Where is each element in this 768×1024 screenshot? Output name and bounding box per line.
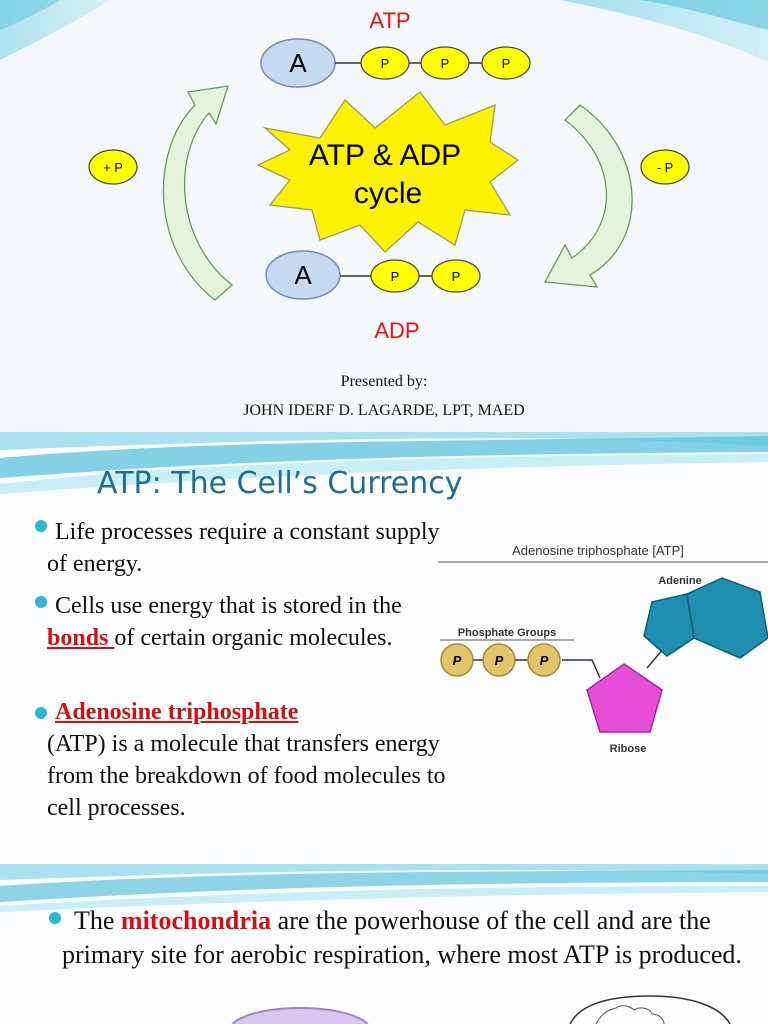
slide3-partial-images [231,995,731,1024]
right-curved-arrow [543,104,633,288]
adenine-hexagon [686,577,768,659]
cycle-title-line2: cycle [354,177,422,210]
adp-phosphate-1 [370,259,420,293]
slide-atp-currency: ATP: The Cell’s Currency Life processes … [0,432,768,864]
figure-title: Adenosine triphosphate [ATP] [512,543,684,558]
mitochondria-highlight: mitochondria [120,906,272,935]
cell-image-edge [569,995,731,1024]
adp-adenosine-label: A [294,260,312,290]
ribose-pentagon [586,663,663,733]
wave-top-left-2 [0,0,60,30]
adp-phosphate-1-label: P [391,269,400,284]
fig-phosphate-1-label: P [453,653,462,668]
adenosine-triphosphate-link[interactable]: Adenosine triphosphate [55,699,299,725]
atp-adenosine-label: A [289,48,307,78]
presenter-name: JOHN IDERF D. LAGARDE, LPT, MAED [243,402,525,419]
adenine-pentagon [643,593,695,657]
mito-post: are the powerhouse of the cell and are t… [62,906,742,969]
adenine-label: Adenine [658,575,701,587]
slide2-header-waves [0,432,768,494]
presented-by-label: Presented by: [340,373,428,390]
slide-atp-adp-cycle: ATP A P P P + P - P ATP & ADP cycle A P … [0,0,768,432]
phosphate-groups-label: Phosphate Groups [458,627,556,639]
fig-phosphate-2-label: P [495,653,504,668]
ribose-label: Ribose [610,743,647,755]
bullet-3-text: Adenosine triphosphate (ATP) is a molecul… [47,696,447,824]
atp-phosphate-1-label: P [381,56,390,71]
mitochondria-bullet-text: The mitochondria are the powerhouse of t… [62,904,742,972]
bullet-dot-mito [49,912,61,924]
bullet-1-text: Life processes require a constant supply… [47,519,440,577]
phosphate-ribose-bond [562,659,601,679]
mitochondrion-image-edge [231,1007,369,1024]
bullet-2-post: of certain organic molecules. [114,625,393,651]
bullet-2-pre: Cells use energy that is stored in the [55,593,402,619]
adp-adenosine [265,250,341,300]
adp-phosphate-2-label: P [452,269,461,284]
cycle-title-line1: ATP & ADP [309,139,461,172]
atp-phosphate-1 [360,46,410,80]
adp-phosphate-2 [431,259,481,293]
atp-phosphate-2-label: P [441,56,450,71]
plus-p-circle [88,149,138,185]
fig-phosphate-3-label: P [540,653,549,668]
bonds-link[interactable]: bonds [47,625,115,651]
slide-title: ATP: The Cell’s Currency [97,466,463,501]
minus-p-label: - P [657,160,674,175]
left-curved-arrow [162,85,234,301]
atp-phosphate-3 [481,46,531,80]
plus-p-label: + P [103,160,123,175]
mito-pre: The [74,906,121,935]
atp-phosphate-3-label: P [502,56,511,71]
atp-molecule-figure: Adenosine triphosphate [ATP] Adenine Pho… [438,543,768,755]
wave-top-right-2 [640,0,768,30]
cycle-starburst [256,91,520,253]
bullet-3-post: (ATP) is a molecule that transfers energ… [47,731,446,821]
cell-image-inner [595,1005,665,1024]
adp-label: ADP [374,318,419,343]
bullet-dot-1 [35,520,47,532]
atp-phosphate-2 [420,46,470,80]
bullet-dot-2 [35,596,47,608]
fig-phosphate-3 [527,643,561,677]
bullet-dot-3 [35,707,47,719]
slide-mitochondria: The mitochondria are the powerhouse of t… [0,864,768,1024]
minus-p-circle [640,149,690,185]
atp-label: ATP [369,8,410,33]
bullet-2-text: Cells use energy that is stored in the b… [47,590,447,654]
slide3-header-waves [0,864,768,912]
slide1-graphics: ATP A P P P + P - P ATP & ADP cycle A P … [0,0,768,343]
